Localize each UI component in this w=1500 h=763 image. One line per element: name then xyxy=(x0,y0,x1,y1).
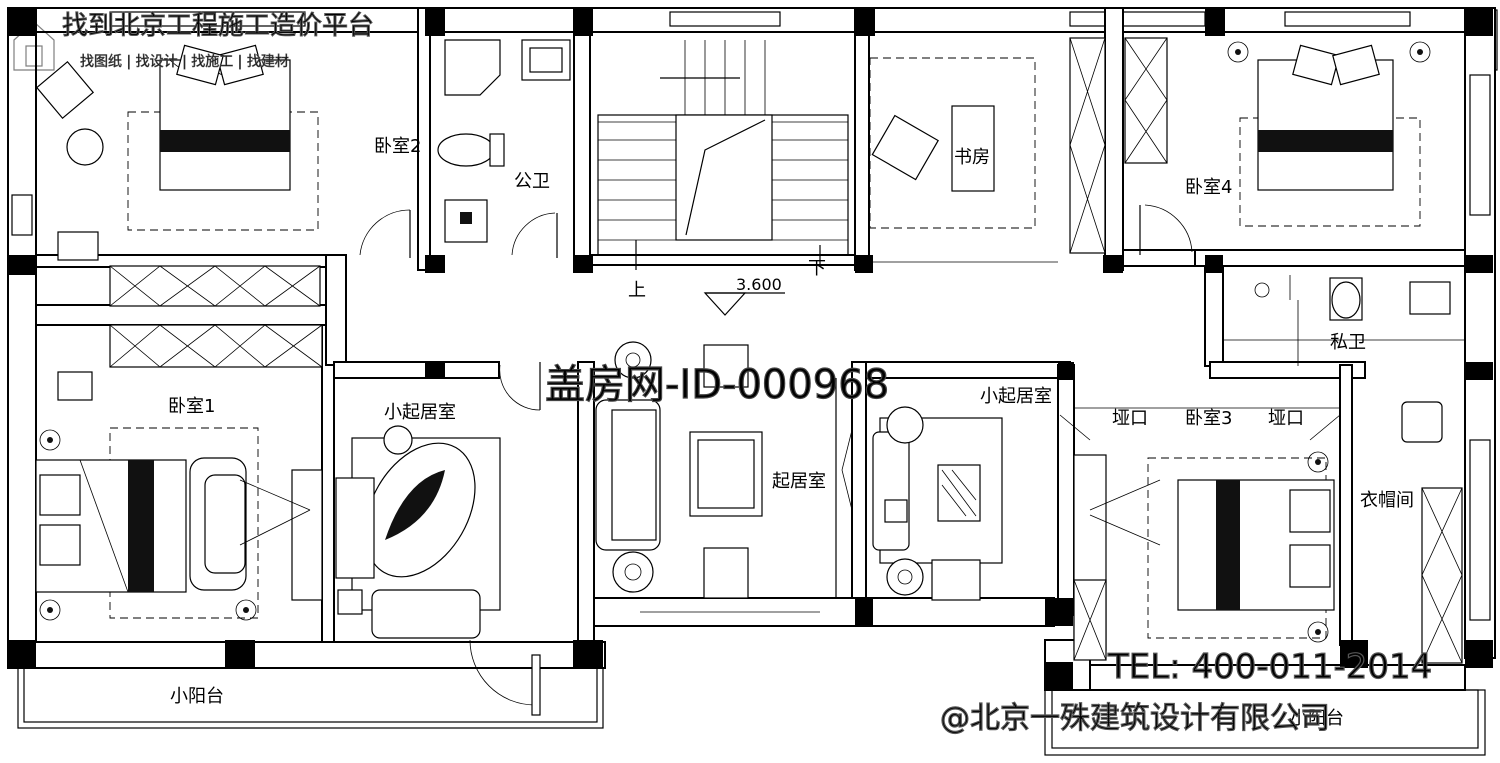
watermark-company: @北京一殊建筑设计有限公司 xyxy=(940,701,1330,736)
walls xyxy=(7,7,1498,756)
watermark-tel: TEL: 400-011-2014 xyxy=(1107,647,1432,687)
elevation-label: 3.600 xyxy=(736,275,782,294)
staircase xyxy=(597,40,849,316)
label-living: 起居室 xyxy=(772,471,826,492)
stair-up-label: 上 xyxy=(628,280,646,301)
watermark-top-sub: 找图纸 | 找设计 | 找施工 | 找建材 xyxy=(80,54,289,70)
watermark-top-title: 找到北京工程施工造价平台 xyxy=(62,11,374,41)
room-labels: 卧室2 公卫 书房 卧室4 卧室1 小起居室 起居室 小起居室 卧室3 垭口 垭… xyxy=(168,136,1414,729)
study-furniture xyxy=(869,37,1106,263)
label-alcove-right: 垭口 xyxy=(1268,408,1304,429)
watermarks: 找到北京工程施工造价平台 找图纸 | 找设计 | 找施工 | 找建材 盖房网-I… xyxy=(13,11,1433,737)
structural-columns xyxy=(8,8,1493,690)
label-small-living-left: 小起居室 xyxy=(384,402,456,423)
label-alcove-left: 垭口 xyxy=(1112,408,1148,429)
public-bath-fixtures xyxy=(437,39,571,258)
logo-icon xyxy=(13,21,55,71)
label-public-bath: 公卫 xyxy=(514,171,550,192)
label-small-living-right: 小起居室 xyxy=(980,386,1052,407)
label-balcony-right: 小阳台 xyxy=(1290,708,1344,729)
living-furniture xyxy=(469,341,853,716)
bedroom3-furniture xyxy=(1059,407,1341,661)
bedroom2-furniture xyxy=(35,44,411,307)
cloakroom-furniture xyxy=(1401,401,1463,664)
bedroom4-furniture xyxy=(1124,37,1431,255)
watermark-center-id: 盖房网-ID-000968 xyxy=(545,362,889,408)
private-bath-fixtures xyxy=(1223,275,1465,366)
label-balcony-left: 小阳台 xyxy=(170,686,224,707)
label-study: 书房 xyxy=(954,147,990,168)
stair-labels: 上 下 3.600 xyxy=(628,258,826,301)
label-bedroom1: 卧室1 xyxy=(168,396,215,417)
label-bedroom4: 卧室4 xyxy=(1185,177,1232,198)
bedroom1-furniture xyxy=(35,324,323,621)
small-living-left-furniture xyxy=(335,425,501,639)
small-living-right-furniture xyxy=(872,406,1003,601)
label-bedroom2: 卧室2 xyxy=(374,136,421,157)
stair-down-label: 下 xyxy=(808,258,826,279)
label-bedroom3: 卧室3 xyxy=(1185,408,1232,429)
label-cloakroom: 衣帽间 xyxy=(1360,490,1414,511)
label-private-bath: 私卫 xyxy=(1330,332,1366,353)
